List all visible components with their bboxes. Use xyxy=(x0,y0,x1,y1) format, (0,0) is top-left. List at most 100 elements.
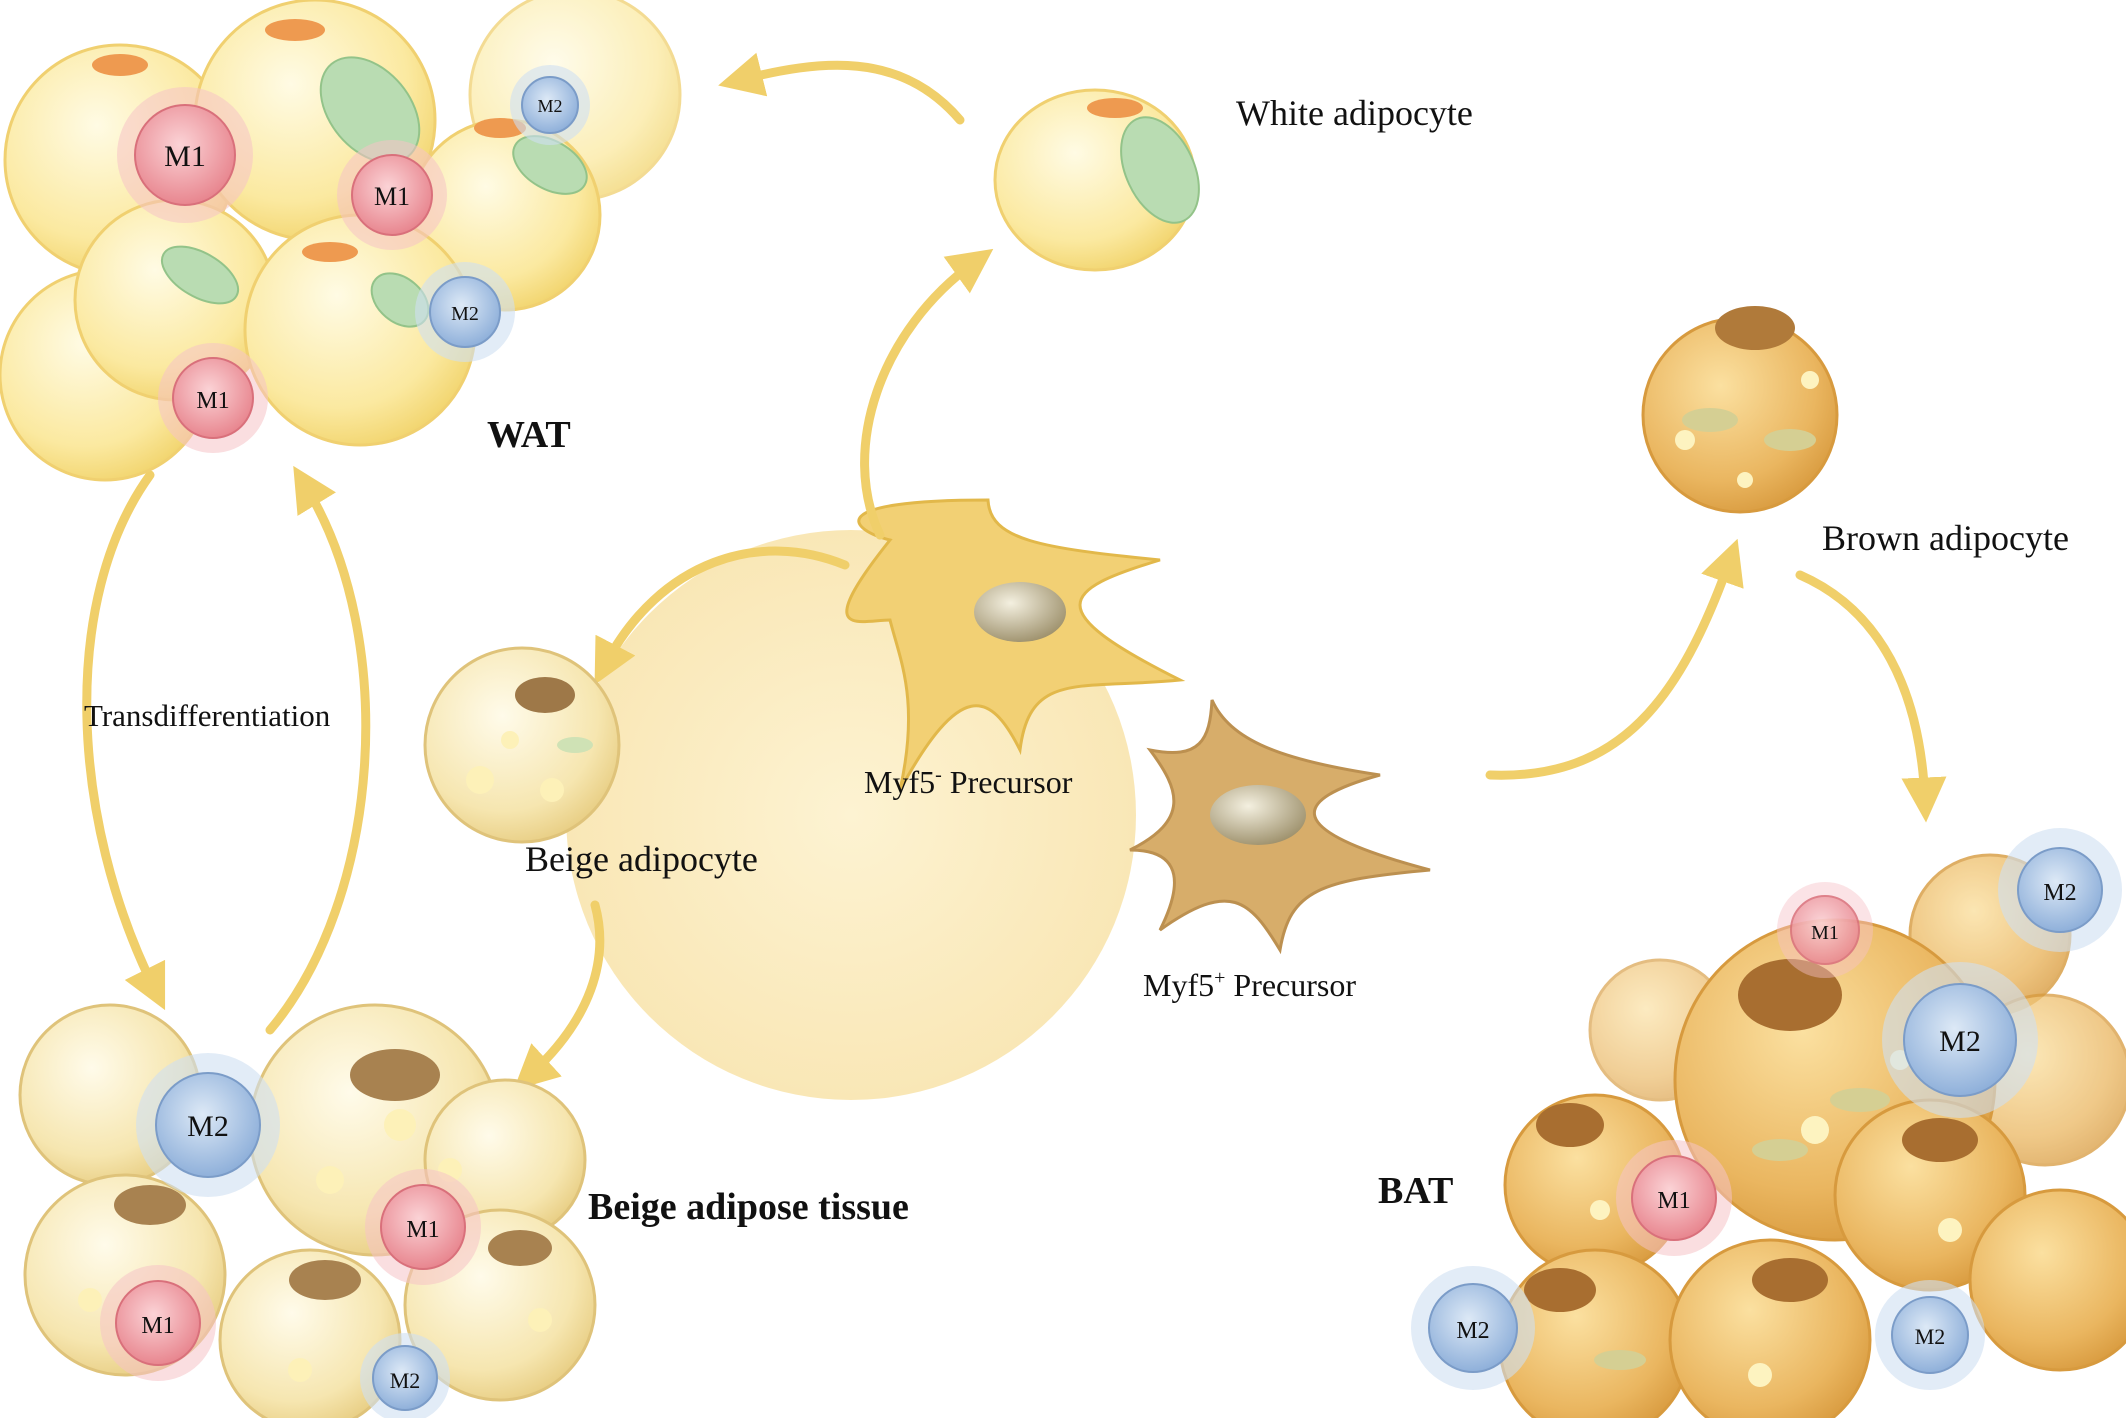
white-adipocyte-cell xyxy=(993,88,1200,272)
beige-adipose-tissue-label: Beige adipose tissue xyxy=(588,1186,909,1228)
macrophage-m2: M2 xyxy=(360,1333,450,1418)
mitochondrion-icon xyxy=(1752,1139,1808,1161)
macrophage-label: M1 xyxy=(141,1313,174,1339)
myf5-positive-precursor-cell xyxy=(1129,699,1431,955)
myf5-negative-precursor-cell xyxy=(845,498,1186,791)
myf5-positive-suffix: Precursor xyxy=(1225,967,1356,1003)
nucleus-icon xyxy=(1524,1268,1596,1312)
brown-adipocyte-cell xyxy=(1641,306,1839,514)
nucleus-icon xyxy=(302,242,358,262)
macrophage-m2: M2 xyxy=(510,65,590,145)
macrophage-label: M2 xyxy=(451,303,479,325)
macrophage-label: M1 xyxy=(374,182,410,211)
lineage-arrows xyxy=(82,52,1947,1091)
nucleus-icon xyxy=(1715,306,1795,350)
macrophage-label: M1 xyxy=(1657,1188,1690,1214)
nucleus-icon xyxy=(114,1185,186,1225)
lipid-droplet-icon xyxy=(288,1358,312,1382)
lipid-droplet-icon xyxy=(1590,1200,1610,1220)
lipid-droplet-icon xyxy=(501,731,519,749)
macrophage-m1: M1 xyxy=(365,1169,481,1285)
macrophage-m2: M2 xyxy=(1882,962,2038,1118)
lipid-droplet-icon xyxy=(1737,472,1753,488)
mitochondrion-icon xyxy=(512,135,588,195)
nucleus-icon xyxy=(1752,1258,1828,1302)
lipid-droplet-icon xyxy=(316,1166,344,1194)
arrow-wat-to-beige xyxy=(82,470,166,1011)
nucleus-icon xyxy=(350,1049,440,1101)
nucleus-icon xyxy=(1210,785,1306,845)
nucleus-icon xyxy=(289,1260,361,1300)
lipid-droplet-icon xyxy=(78,1288,102,1312)
nucleus-icon xyxy=(515,677,575,713)
macrophage-m2: M2 xyxy=(415,262,515,362)
arrow-to-beige-adipocyte xyxy=(594,546,850,685)
arrow-to-beige-tissue xyxy=(513,900,605,1091)
nucleus-icon xyxy=(1087,98,1143,118)
macrophage-m2: M2 xyxy=(1411,1266,1535,1390)
lipid-droplet-icon xyxy=(1801,1116,1829,1144)
macrophage-label: M2 xyxy=(390,1368,421,1393)
nucleus-icon xyxy=(1738,959,1842,1031)
mitochondrion-icon xyxy=(1120,116,1200,224)
lipid-droplet-icon xyxy=(1801,371,1819,389)
lipid-droplet-icon xyxy=(1748,1363,1772,1387)
macrophage-label: M2 xyxy=(537,96,562,116)
macrophage-label: M2 xyxy=(2043,880,2076,906)
lipid-droplet-icon xyxy=(1675,430,1695,450)
lipid-droplet-icon xyxy=(528,1308,552,1332)
beige-adipocyte-label: Beige adipocyte xyxy=(525,839,758,879)
bat-label: BAT xyxy=(1378,1170,1453,1212)
nucleus-icon xyxy=(1902,1118,1978,1162)
mitochondrion-icon xyxy=(1594,1350,1646,1370)
myf5-positive-superscript: + xyxy=(1214,967,1225,989)
white-adipocyte-label: White adipocyte xyxy=(1236,93,1473,133)
macrophage-m1: M1 xyxy=(1616,1140,1732,1256)
macrophage-m1: M1 xyxy=(117,87,253,223)
mitochondrion-icon xyxy=(1682,408,1738,432)
macrophage-label: M2 xyxy=(1939,1025,1981,1058)
myf5-negative-precursor-label: Myf5- Precursor xyxy=(864,764,1073,800)
macrophage-m1: M1 xyxy=(100,1265,216,1381)
macrophage-label: M1 xyxy=(164,140,206,173)
lipid-droplet-icon xyxy=(466,766,494,794)
myf5-negative-name: Myf5 xyxy=(864,764,935,800)
macrophage-m1: M1 xyxy=(337,140,447,250)
nucleus-icon xyxy=(474,118,526,138)
nucleus-icon xyxy=(265,19,325,41)
myf5-negative-suffix: Precursor xyxy=(942,764,1073,800)
arrow-to-wat xyxy=(718,52,965,125)
beige-adipocyte-cell xyxy=(423,646,621,844)
nucleus-icon xyxy=(488,1230,552,1266)
nucleus-icon xyxy=(1536,1103,1604,1147)
arrow-to-white-adipocyte xyxy=(860,248,994,540)
macrophage-m2: M2 xyxy=(136,1053,280,1197)
macrophage-m2: M2 xyxy=(1875,1280,1985,1390)
myf5-negative-superscript: - xyxy=(935,764,942,786)
macrophage-label: M2 xyxy=(187,1110,229,1143)
arrow-to-bat xyxy=(1795,570,1947,823)
arrow-beige-to-wat xyxy=(265,465,371,1035)
nucleus-icon xyxy=(974,582,1066,642)
lipid-droplet-icon xyxy=(384,1109,416,1141)
macrophage-label: M1 xyxy=(196,388,229,414)
lipid-droplet-icon xyxy=(1938,1218,1962,1242)
wat-tissue-cluster xyxy=(0,0,682,482)
arrow-to-brown-adipocyte xyxy=(1485,538,1744,780)
macrophage-label: M1 xyxy=(406,1217,439,1243)
macrophage-m2: M2 xyxy=(1998,828,2122,952)
myf5-positive-name: Myf5 xyxy=(1143,967,1214,1003)
beige-tissue-cluster xyxy=(18,1003,597,1418)
macrophage-label: M2 xyxy=(1915,1324,1946,1349)
mitochondrion-icon xyxy=(1764,429,1816,451)
nucleus-icon xyxy=(92,54,148,76)
transdifferentiation-label: Transdifferentiation xyxy=(84,698,331,733)
macrophage-label: M1 xyxy=(1811,922,1839,944)
macrophage-label: M2 xyxy=(1456,1318,1489,1344)
lipid-droplet-icon xyxy=(540,778,564,802)
brown-adipocyte-label: Brown adipocyte xyxy=(1822,518,2069,558)
mitochondrion-icon xyxy=(557,737,593,753)
wat-label: WAT xyxy=(487,414,571,456)
macrophage-m1: M1 xyxy=(1777,882,1873,978)
